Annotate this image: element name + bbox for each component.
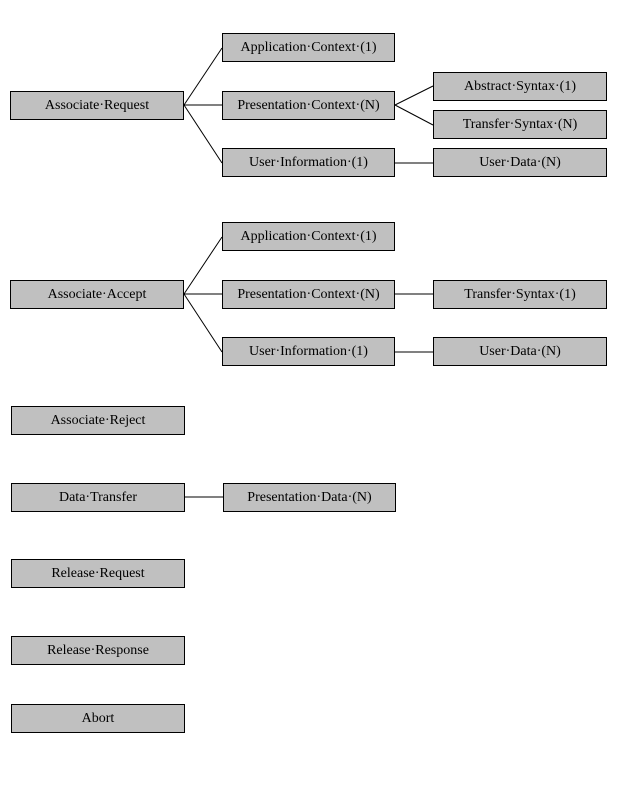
connector-req-userinfo [183, 104, 223, 164]
release-request-box: Release·Request [11, 559, 185, 588]
acc-transfer-syntax-box: Transfer·Syntax·(1) [433, 280, 607, 309]
connector-acc-appctx [183, 236, 223, 295]
acc-presentation-context-box: Presentation·Context·(N) [222, 280, 395, 309]
req-abstract-syntax-box: Abstract·Syntax·(1) [433, 72, 607, 101]
presentation-data-box: Presentation·Data·(N) [223, 483, 396, 512]
connector-req-abstract [394, 85, 434, 106]
acc-application-context-box: Application·Context·(1) [222, 222, 395, 251]
release-response-box: Release·Response [11, 636, 185, 665]
req-user-data-box: User·Data·(N) [433, 148, 607, 177]
abort-box: Abort [11, 704, 185, 733]
req-transfer-syntax-box: Transfer·Syntax·(N) [433, 110, 607, 139]
acc-user-information-box: User·Information·(1) [222, 337, 395, 366]
associate-reject-box: Associate·Reject [11, 406, 185, 435]
connector-req-appctx [183, 47, 223, 106]
req-presentation-context-box: Presentation·Context·(N) [222, 91, 395, 120]
connector-acc-userinfo [183, 293, 223, 353]
req-user-information-box: User·Information·(1) [222, 148, 395, 177]
acc-user-data-box: User·Data·(N) [433, 337, 607, 366]
associate-request-box: Associate·Request [10, 91, 184, 120]
req-application-context-box: Application·Context·(1) [222, 33, 395, 62]
connector-req-transfer [394, 104, 434, 126]
associate-accept-box: Associate·Accept [10, 280, 184, 309]
data-transfer-box: Data·Transfer [11, 483, 185, 512]
